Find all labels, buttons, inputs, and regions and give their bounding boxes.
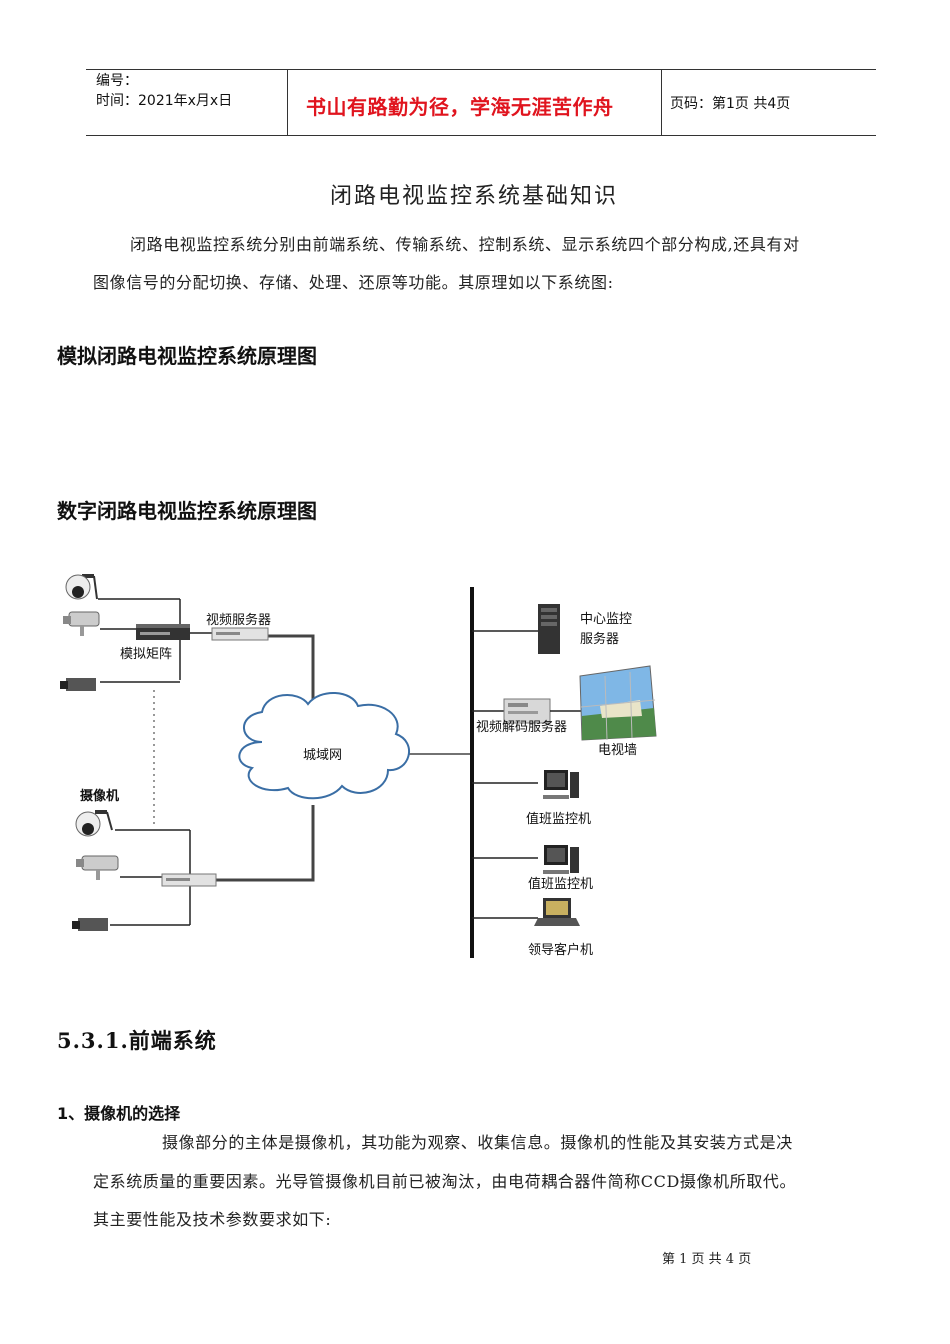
lower-dome-camera-icon <box>75 810 113 837</box>
label-center-server-2: 服务器 <box>580 631 619 647</box>
body-line-2: 定系统质量的重要因素。光导管摄像机目前已被淘汰，由电荷耦合器件简称CCD摄像机所… <box>93 1172 797 1191</box>
body-line-3: 其主要性能及技术参数要求如下: <box>93 1210 332 1229</box>
header-divider-right <box>661 70 662 135</box>
analog-matrix-icon <box>136 624 190 640</box>
wan-cloud-icon <box>238 691 410 800</box>
lower-video-server-icon <box>161 873 217 887</box>
desktop-pc-icon-2 <box>543 845 579 874</box>
bullet-camera-icon <box>63 611 100 636</box>
subsection-camera-selection: 1、摄像机的选择 <box>57 1104 181 1123</box>
label-wan: 城域网 <box>303 748 342 763</box>
video-wall-icon <box>579 665 657 741</box>
lower-box-camera-icon <box>72 918 108 931</box>
lower-bullet-camera-icon <box>76 855 119 880</box>
label-duty-pc-1: 值班监控机 <box>526 811 591 827</box>
label-decoder-server: 视频解码服务器 <box>476 719 567 735</box>
body-line-1: 摄像部分的主体是摄像机，其功能为观察、收集信息。摄像机的性能及其安装方式是决 <box>162 1133 793 1152</box>
header-motto: 书山有路勤为径，学海无涯苦作舟 <box>306 95 614 119</box>
video-server-icon <box>211 627 269 641</box>
label-leader-client: 领导客户机 <box>528 942 593 958</box>
label-camera: 摄像机 <box>80 788 119 804</box>
trunk-lines <box>216 634 472 882</box>
label-video-server: 视频服务器 <box>206 612 271 628</box>
upper-camera-wiring <box>98 598 212 683</box>
right-branch-lines <box>472 630 538 919</box>
header-time: 时间：2021年x月x日 <box>96 93 233 109</box>
desktop-pc-icon <box>543 770 579 799</box>
label-analog-matrix: 模拟矩阵 <box>120 647 172 662</box>
intro-line-2: 图像信号的分配切换、存储、处理、还原等功能。其原理如以下系统图: <box>93 273 614 292</box>
label-duty-pc-2: 值班监控机 <box>528 876 593 892</box>
server-tower-icon <box>538 604 560 654</box>
section-531-heading: 5.3.1.前端系统 <box>57 1028 217 1053</box>
header-top-rule <box>86 69 876 70</box>
page-title: 闭路电视监控系统基础知识 <box>330 184 619 209</box>
header-page: 页码：第1页 共4页 <box>670 96 791 112</box>
heading-analog-diagram: 模拟闭路电视监控系统原理图 <box>57 344 317 368</box>
laptop-icon <box>534 898 580 926</box>
digital-cctv-diagram: 模拟矩阵 视频服务器 城域网 摄像机 中心监控 服务器 <box>60 574 657 958</box>
header-number: 编号： <box>96 73 138 89</box>
label-video-wall: 电视墙 <box>598 743 637 758</box>
page-footer: 第 1 页 共 4 页 <box>662 1252 752 1267</box>
label-center-server-1: 中心监控 <box>580 612 632 627</box>
heading-digital-diagram: 数字闭路电视监控系统原理图 <box>57 499 317 523</box>
header-divider-left <box>287 70 288 135</box>
dome-camera-icon <box>65 574 98 600</box>
decoder-server-icon <box>503 698 551 724</box>
intro-line-1: 闭路电视监控系统分别由前端系统、传输系统、控制系统、显示系统四个部分构成,还具有… <box>130 235 800 254</box>
header-bottom-rule <box>86 135 876 136</box>
box-camera-icon <box>60 678 96 691</box>
